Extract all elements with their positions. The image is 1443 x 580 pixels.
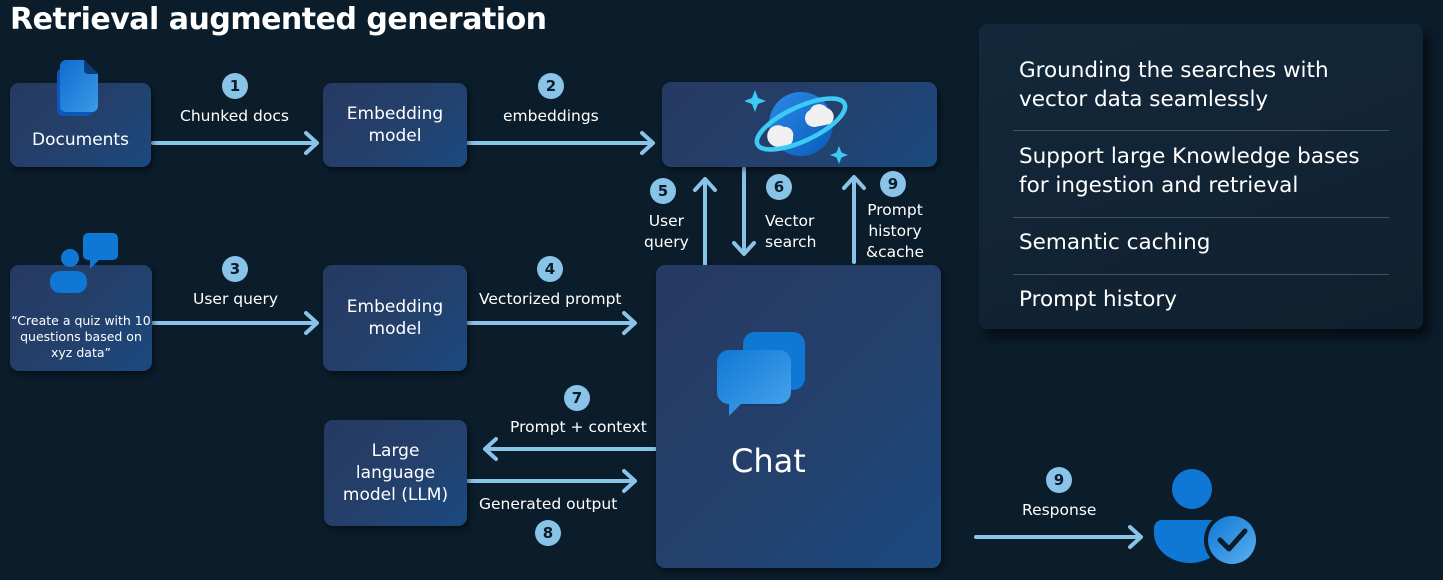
step-3-label: User query: [193, 290, 279, 308]
user-query-line1: “Create a quiz with 10: [11, 313, 151, 328]
embedding-model-mid-line1: Embedding: [346, 297, 444, 317]
step-8-label: Generated output: [479, 495, 618, 513]
documents-icon: [57, 60, 98, 116]
documents-label: Documents: [32, 130, 129, 150]
step-5-line1: User: [648, 212, 685, 230]
step-6-label: Vector search: [765, 211, 817, 253]
embedding-model-top-line2: model: [368, 126, 422, 146]
panel-divider: [1013, 274, 1389, 275]
llm-node: Large language model (LLM): [324, 420, 467, 526]
step-7-label: Prompt + context: [510, 418, 647, 436]
panel-item-prompt-history: Prompt history: [1019, 285, 1389, 314]
panel-item-knowledge-bases: Support large Knowledge bases for ingest…: [1019, 142, 1389, 200]
step-5-badge: 5: [650, 178, 676, 204]
user-query-line3: xyz data”: [51, 345, 111, 360]
step-5-line2: query: [644, 233, 689, 251]
panel-item-knowledge-bases-line2: for ingestion and retrieval: [1019, 173, 1299, 198]
arrow-prompt-context: [483, 437, 657, 461]
step-9a-line3: &cache: [866, 243, 924, 261]
user-chat-icon: [50, 233, 118, 293]
arrow-response: [974, 525, 1143, 549]
arrow-prompt-history-up: [842, 175, 866, 264]
features-panel: Grounding the searches with vector data …: [979, 24, 1423, 329]
llm-line1: Large: [371, 441, 420, 461]
panel-item-semantic-caching-line1: Semantic caching: [1019, 230, 1211, 255]
user-query-line2: questions based on: [20, 329, 142, 344]
embedding-model-top-node: Embedding model: [323, 83, 467, 167]
step-4-label: Vectorized prompt: [479, 290, 622, 308]
arrow-user-query: [151, 311, 319, 335]
step-7-badge: 7: [564, 385, 590, 411]
chat-label: Chat: [731, 442, 806, 480]
panel-item-knowledge-bases-line1: Support large Knowledge bases: [1019, 144, 1360, 169]
step-2-badge: 2: [538, 73, 564, 99]
arrow-generated-output: [466, 469, 637, 493]
step-6-badge: 6: [766, 174, 792, 200]
step-4-badge: 4: [537, 256, 563, 282]
step-1-label: Chunked docs: [180, 107, 289, 125]
llm-line3: model (LLM): [342, 485, 449, 505]
arrow-vectorized-prompt: [466, 311, 637, 335]
step-9b-badge: 9: [1046, 467, 1072, 493]
panel-divider: [1013, 130, 1389, 131]
llm-line2: language: [355, 463, 436, 483]
embedding-model-mid-line2: model: [368, 319, 422, 339]
page-title: Retrieval augmented generation: [10, 2, 547, 37]
panel-divider: [1013, 217, 1389, 218]
azure-cosmos-db-icon: [745, 90, 848, 164]
step-1-badge: 1: [222, 73, 248, 99]
step-6-line1: Vector: [765, 212, 815, 230]
chat-bubbles-icon: [717, 332, 805, 416]
step-5-label: User query: [644, 211, 689, 253]
embedding-model-mid-node: Embedding model: [323, 265, 467, 371]
arrow-chunked-docs: [151, 131, 319, 155]
step-9a-badge: 9: [880, 171, 906, 197]
arrow-embeddings: [466, 131, 655, 155]
embedding-model-top-line1: Embedding: [346, 104, 444, 124]
panel-item-grounding-line2: vector data seamlessly: [1019, 87, 1269, 112]
step-3-badge: 3: [222, 256, 248, 282]
user-verified-icon: [1154, 469, 1260, 568]
panel-item-grounding-line1: Grounding the searches with: [1019, 58, 1329, 83]
step-9a-line2: history: [868, 222, 922, 240]
step-6-line2: search: [765, 233, 817, 251]
arrow-vector-search-down: [732, 166, 756, 256]
panel-item-semantic-caching: Semantic caching: [1019, 228, 1389, 257]
step-9a-line1: Prompt: [867, 201, 923, 219]
panel-item-prompt-history-line1: Prompt history: [1019, 287, 1177, 312]
step-9b-label: Response: [1022, 501, 1097, 519]
chat-node: [656, 265, 941, 568]
arrow-user-query-up: [693, 177, 717, 267]
step-8-badge: 8: [535, 520, 561, 546]
panel-item-grounding: Grounding the searches with vector data …: [1019, 56, 1389, 114]
step-2-label: embeddings: [503, 107, 599, 125]
step-9a-label: Prompt history &cache: [866, 200, 924, 263]
